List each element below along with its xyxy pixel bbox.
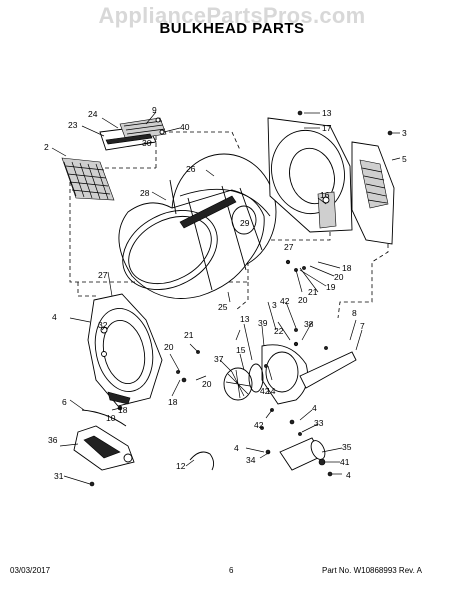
callout-18-top: 18 [342,263,352,273]
upper-grille-assembly [99,117,167,151]
callout-21-left: 21 [184,330,194,340]
callout-15: 15 [236,345,246,355]
callout-20-mid: 20 [298,295,308,305]
drum [118,153,277,299]
callout-18-front: 18 [118,405,128,415]
screw-set [89,110,393,487]
callout-30: 30 [142,138,152,148]
leader-lines [51,111,401,485]
footer-page-number: 6 [229,566,234,575]
front-bulkhead [87,293,163,407]
callout-28: 28 [140,188,150,198]
vent-grille [61,157,115,201]
callout-22: 22 [274,326,284,336]
callout-34: 34 [246,455,256,465]
callout-20-top: 20 [334,272,344,282]
callout-42-top: 42 [280,296,290,306]
callout-24: 24 [88,109,98,119]
callout-39: 39 [258,318,268,328]
blower-housing [261,344,357,405]
callout-4-motor: 4 [346,470,351,480]
callout-42-bottom: 42 [254,420,264,430]
callout-38: 38 [304,319,314,329]
page-title: BULKHEAD PARTS [159,20,305,37]
callout-18-left: 18 [168,397,178,407]
callout-31: 31 [54,471,64,481]
callout-37: 37 [214,354,224,364]
rear-bulkhead [267,117,353,233]
callout-5: 5 [402,154,407,164]
callout-4-top: 4 [312,403,317,413]
callout-6: 4 [52,312,57,322]
callout-2: 2 [44,142,49,152]
callout-13-top: 13 [322,108,332,118]
callout-20-bottom: 20 [202,379,212,389]
callout-9: 7 [360,321,365,331]
callout-25: 25 [218,302,228,312]
callout-14: 14 [266,386,276,396]
callout-42-mid: 42 [260,386,270,396]
callout-27-left: 27 [98,270,108,280]
motor [279,437,326,471]
blower-ring [248,363,264,393]
callout-8: 10 [106,413,116,423]
callout-35: 35 [342,442,352,452]
callout-29: 29 [240,218,250,228]
callout-20-left: 20 [164,342,174,352]
callout-19: 19 [326,282,336,292]
callout-3-blower: 3 [272,300,277,310]
callout-10: 8 [352,308,357,318]
footer-date: 03/03/2017 [10,566,51,575]
callout-16: 16 [320,190,330,200]
callout-32: 32 [98,320,108,330]
callout-40: 40 [180,122,190,132]
rear-panel [351,141,395,245]
callout-33: 33 [314,418,324,428]
callout-13-mid: 13 [240,314,250,324]
callout-3: 3 [402,128,407,138]
callout-7: 6 [62,397,67,407]
callout-36: 36 [48,435,58,445]
blower-wheel [223,367,253,401]
callout-11: 9 [152,105,157,115]
callout-4-left: 4 [234,443,239,453]
wire-harness [189,451,215,471]
callout-labels: 9 24 40 23 30 2 13 17 3 5 26 28 29 16 27… [44,105,407,481]
callout-17: 17 [322,123,332,133]
callout-23: 23 [68,120,78,130]
callout-26: 26 [186,164,196,174]
lint-housing [73,425,135,471]
footer-part-number: Part No. W10868993 Rev. A [322,566,422,575]
seal-strip [81,409,127,427]
callout-12: 12 [176,461,186,471]
watermark: AppliancePartsPros.com [98,3,366,28]
callout-27-right: 27 [284,242,294,252]
callout-21-top: 21 [308,287,318,297]
callout-41: 41 [340,457,350,467]
